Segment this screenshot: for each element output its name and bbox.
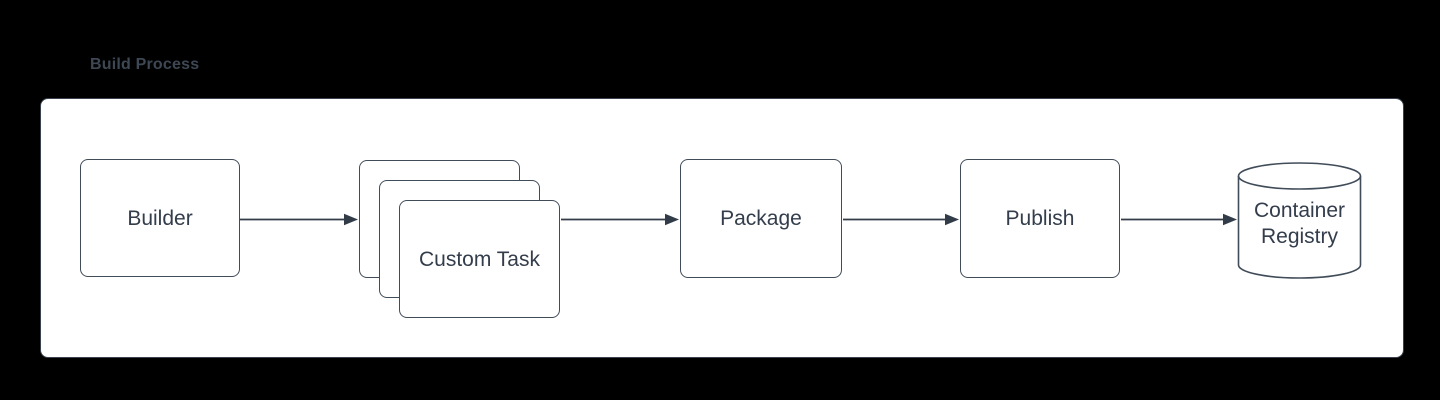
container-registry-cylinder-shape[interactable] [1237, 162, 1362, 279]
connector-package-to-publish[interactable] [843, 213, 959, 226]
connector-builder-to-custom-task[interactable] [240, 213, 358, 226]
node-builder-label: Builder [127, 206, 193, 230]
node-builder[interactable]: Builder [80, 159, 240, 277]
node-package[interactable]: Package [680, 159, 842, 278]
node-container-registry[interactable]: Container Registry [1238, 176, 1361, 272]
node-package-label: Package [720, 207, 802, 230]
diagram-title: Build Process [90, 56, 200, 73]
node-publish[interactable]: Publish [960, 159, 1120, 278]
connector-publish-to-container-registry[interactable] [1121, 213, 1237, 226]
node-publish-label: Publish [1005, 207, 1075, 230]
connector-custom-task-to-package[interactable] [561, 213, 679, 226]
node-custom-task-label: Custom Task [419, 247, 540, 271]
node-custom-task-front[interactable]: Custom Task [399, 200, 560, 318]
node-container-registry-label: Container Registry [1253, 199, 1346, 248]
